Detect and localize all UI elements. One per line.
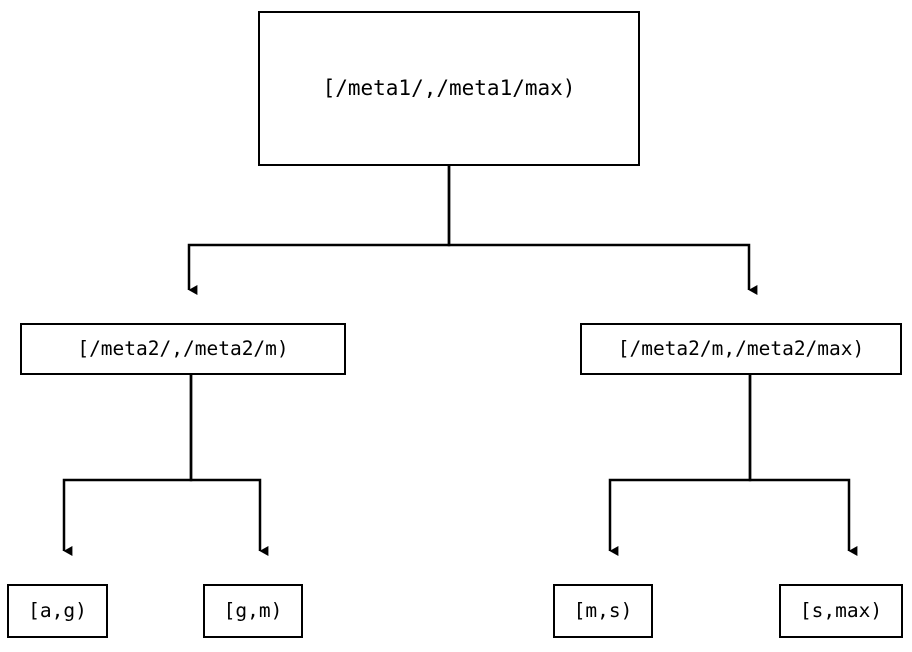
edge-mid-right-to-leaf-ms <box>608 375 752 556</box>
tree-node-leaf-4: [s,max) <box>779 584 903 638</box>
edge-mid-left-to-leaf-gm <box>189 375 269 556</box>
tree-node-root-label: [/meta1/,/meta1/max) <box>322 76 576 100</box>
tree-node-leaf-2: [g,m) <box>203 584 303 638</box>
tree-node-leaf-1-label: [a,g) <box>28 599 87 623</box>
edge-root-to-mid-right <box>447 166 758 295</box>
tree-node-leaf-2-label: [g,m) <box>223 599 283 623</box>
tree-node-mid-left: [/meta2/,/meta2/m) <box>20 323 346 375</box>
tree-node-leaf-3: [m,s) <box>553 584 653 638</box>
tree-node-mid-right-label: [/meta2/m,/meta2/max) <box>617 337 865 361</box>
tree-node-leaf-1: [a,g) <box>7 584 108 638</box>
edge-mid-left-to-leaf-ag <box>62 375 193 556</box>
tree-node-leaf-4-label: [s,max) <box>799 599 883 623</box>
tree-node-leaf-3-label: [m,s) <box>573 599 633 623</box>
edge-mid-right-to-leaf-smax <box>748 375 858 556</box>
tree-node-root: [/meta1/,/meta1/max) <box>258 11 640 166</box>
tree-node-mid-left-label: [/meta2/,/meta2/m) <box>77 337 289 361</box>
edge-root-to-mid-left <box>187 166 451 295</box>
tree-node-mid-right: [/meta2/m,/meta2/max) <box>580 323 902 375</box>
